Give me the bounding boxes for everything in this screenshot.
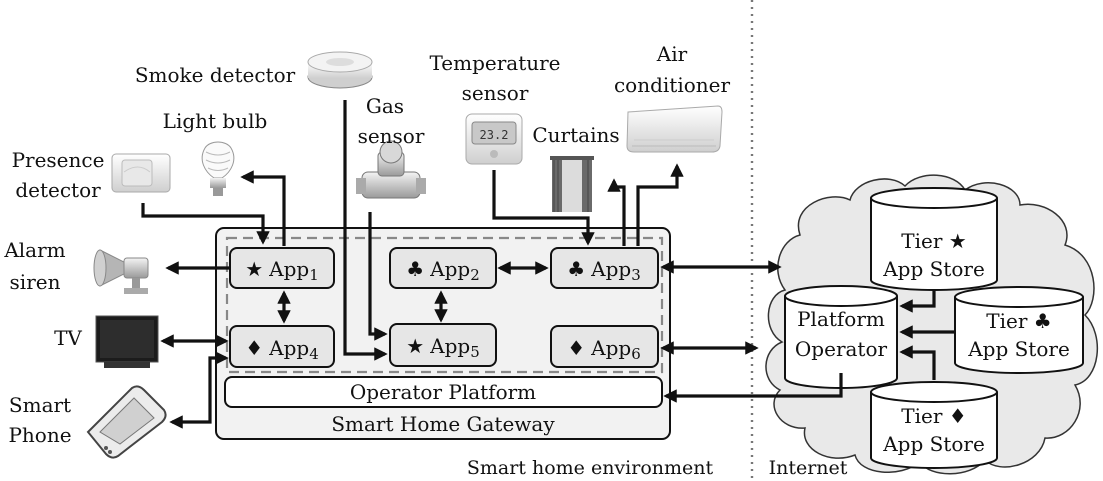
temperature-to-app3-arrow (492, 170, 595, 246)
app-6-symbol: ♦ (567, 336, 585, 360)
presence-detector-label-2: detector (15, 178, 101, 202)
presence-detector-label-1: Presence (12, 148, 105, 172)
alarm-siren-label-2: siren (10, 270, 61, 294)
app-3-name: App (590, 257, 631, 281)
temperature-sensor-icon: 23.2 (465, 113, 523, 165)
operator-to-platform-arrow (663, 373, 843, 403)
app-4-num: 4 (309, 345, 319, 363)
gas-sensor-label-2: sensor (358, 124, 425, 148)
app-2-symbol: ♣ (406, 257, 424, 281)
smoke-to-app5-arrow (343, 100, 388, 361)
app-6[interactable]: ♦App6 (550, 325, 659, 368)
app3-to-ac-arrow (636, 163, 684, 246)
temperature-sensor-label-1: Temperature (429, 51, 560, 75)
tier-star-app-store: Tier ★ App Store (870, 187, 998, 291)
app-1[interactable]: ★App1 (229, 247, 335, 289)
app-6-num: 6 (631, 345, 641, 363)
platform-operator-label-1: Platform (797, 307, 885, 331)
smart-phone-label-2: Phone (8, 423, 71, 447)
svg-text:♣App3: ♣App3 (567, 257, 641, 284)
curtains-icon (550, 156, 594, 212)
tier-diamond-app-store: Tier ♦ App Store (870, 381, 998, 469)
tv-icon (95, 315, 159, 368)
platform-operator-store: Platform Operator (784, 285, 898, 389)
tier-diamond-label-1: Tier ♦ (901, 404, 966, 428)
operator-platform-label: Operator Platform (350, 380, 536, 404)
smoke-detector-label: Smoke detector (135, 63, 296, 87)
tier-club-label-1: Tier ♣ (986, 309, 1051, 333)
smart-phone-icon (86, 385, 167, 459)
svg-text:★App1: ★App1 (245, 257, 319, 284)
gas-sensor-icon (356, 140, 426, 199)
tier-diamond-to-operator-arrow (899, 345, 936, 380)
app-4[interactable]: ♦App4 (229, 325, 335, 368)
internet-label: Internet (769, 457, 848, 479)
tv-label: TV (54, 326, 82, 350)
gas-sensor-label-1: Gas (366, 94, 404, 118)
presence-detector-icon (111, 153, 171, 193)
tier-star-to-operator-arrow (899, 290, 936, 313)
apps-region (225, 236, 664, 374)
app-5-name: App (429, 334, 470, 358)
platform-operator-label-2: Operator (795, 337, 888, 361)
app-2-name: App (429, 257, 470, 281)
alarm-siren-label-1: Alarm (3, 238, 65, 262)
light-bulb-icon (201, 141, 235, 196)
alarm-siren-icon (93, 249, 149, 294)
app-1-num: 1 (309, 266, 319, 284)
app-3-symbol: ♣ (567, 257, 585, 281)
gas-to-app5-arrow (368, 212, 388, 341)
app-6-name: App (590, 336, 631, 360)
air-conditioner-label-1: Air (656, 42, 688, 66)
gateway-title: Smart Home Gateway (331, 412, 555, 436)
app-4-symbol: ♦ (245, 336, 263, 360)
svg-text:♦App4: ♦App4 (245, 336, 319, 363)
smart-home-environment-label: Smart home environment (467, 457, 714, 479)
app3-to-curtains-arrow (607, 178, 626, 246)
app1-to-light-arrow (240, 170, 286, 246)
app-3[interactable]: ♣App3 (550, 247, 659, 289)
tier-star-label-1: Tier ★ (901, 229, 966, 253)
app-2-num: 2 (470, 266, 480, 284)
tier-star-label-2: App Store (882, 257, 985, 281)
tier-club-label-2: App Store (967, 337, 1070, 361)
tier-diamond-label-2: App Store (882, 432, 985, 456)
svg-text:♣App2: ♣App2 (406, 257, 480, 284)
presence-to-app1-arrow (141, 203, 270, 245)
app-5-symbol: ★ (406, 334, 424, 358)
smoke-detector-icon (307, 51, 373, 89)
light-bulb-label: Light bulb (163, 109, 268, 133)
app-3-num: 3 (631, 266, 641, 284)
curtains-label: Curtains (532, 123, 619, 147)
svg-text:23.2: 23.2 (480, 128, 509, 142)
svg-text:♦App6: ♦App6 (567, 336, 641, 363)
app4-phone-arrow (169, 351, 229, 429)
app-2[interactable]: ♣App2 (389, 247, 497, 289)
app-5-num: 5 (470, 343, 480, 361)
internet-cloud (765, 174, 1099, 475)
air-conditioner-label-2: conditioner (614, 73, 731, 97)
air-conditioner-icon (626, 105, 723, 153)
svg-text:★App5: ★App5 (406, 334, 480, 361)
app-4-name: App (268, 336, 309, 360)
tier-club-app-store: Tier ♣ App Store (954, 286, 1084, 374)
app-5[interactable]: ★App5 (389, 323, 497, 367)
smart-phone-label-1: Smart (9, 393, 71, 417)
app-1-name: App (268, 257, 309, 281)
app-1-symbol: ★ (245, 257, 263, 281)
temperature-sensor-label-2: sensor (462, 81, 529, 105)
